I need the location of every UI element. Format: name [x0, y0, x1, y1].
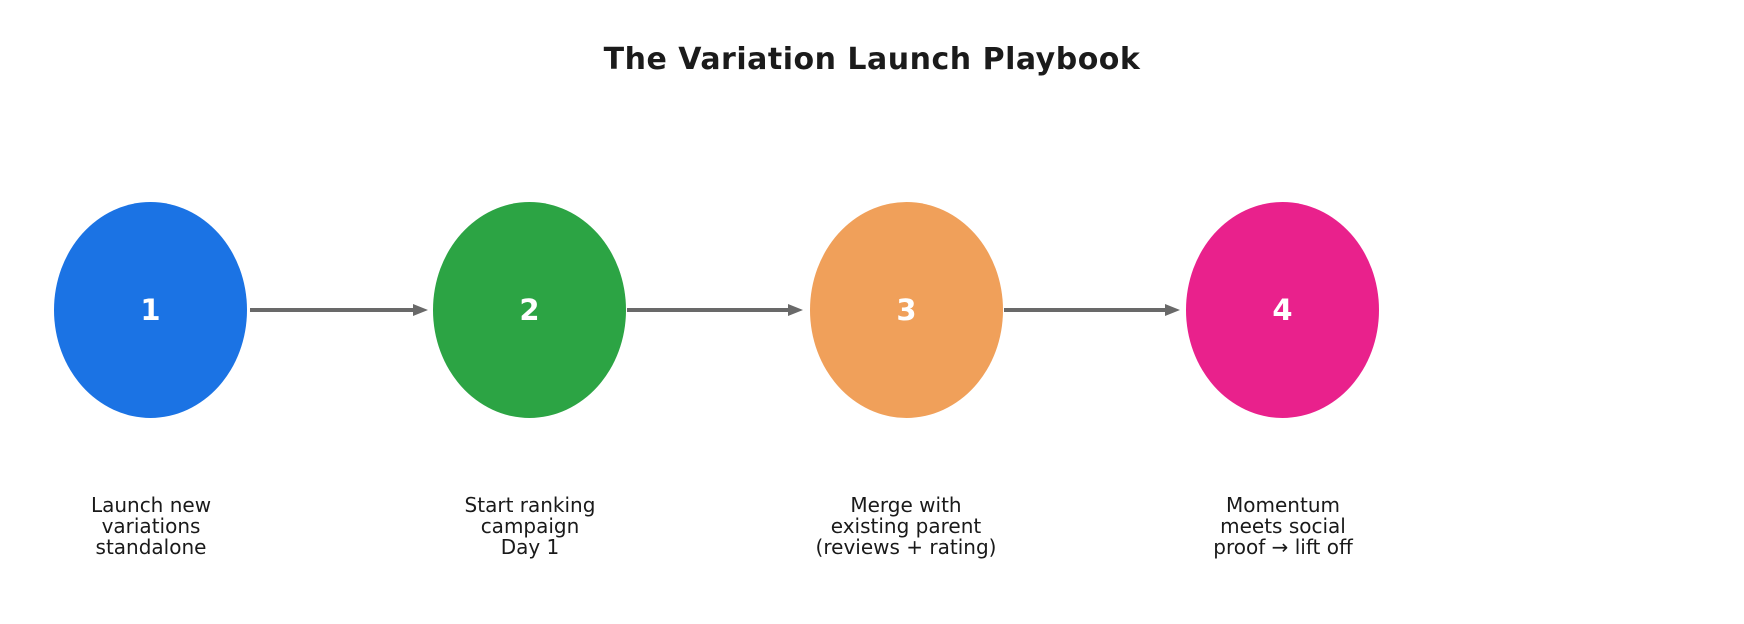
step-4-number: 4: [1272, 293, 1293, 327]
step-3-number: 3: [896, 293, 917, 327]
step-1-circle: 1: [54, 202, 247, 418]
arrow-head-icon: [788, 304, 803, 316]
arrow-line: [627, 308, 790, 312]
step-3-label: Merge with existing parent (reviews + ra…: [815, 493, 997, 559]
step-2-number: 2: [519, 293, 540, 327]
arrow-line: [1004, 308, 1167, 312]
arrow-head-icon: [413, 304, 428, 316]
step-3-circle: 3: [810, 202, 1003, 418]
step-2-circle: 2: [433, 202, 626, 418]
step-1-number: 1: [140, 293, 161, 327]
step-4-circle: 4: [1186, 202, 1379, 418]
step-1-label: Launch new variations standalone: [90, 493, 212, 559]
arrow-step1-to-step2: [250, 304, 428, 316]
diagram-title: The Variation Launch Playbook: [603, 42, 1141, 77]
step-4-label: Momentum meets social proof → lift off: [1213, 493, 1353, 559]
step-2-label: Start ranking campaign Day 1: [464, 493, 596, 559]
arrow-head-icon: [1165, 304, 1180, 316]
arrow-line: [250, 308, 415, 312]
arrow-step2-to-step3: [627, 304, 803, 316]
arrow-step3-to-step4: [1004, 304, 1180, 316]
